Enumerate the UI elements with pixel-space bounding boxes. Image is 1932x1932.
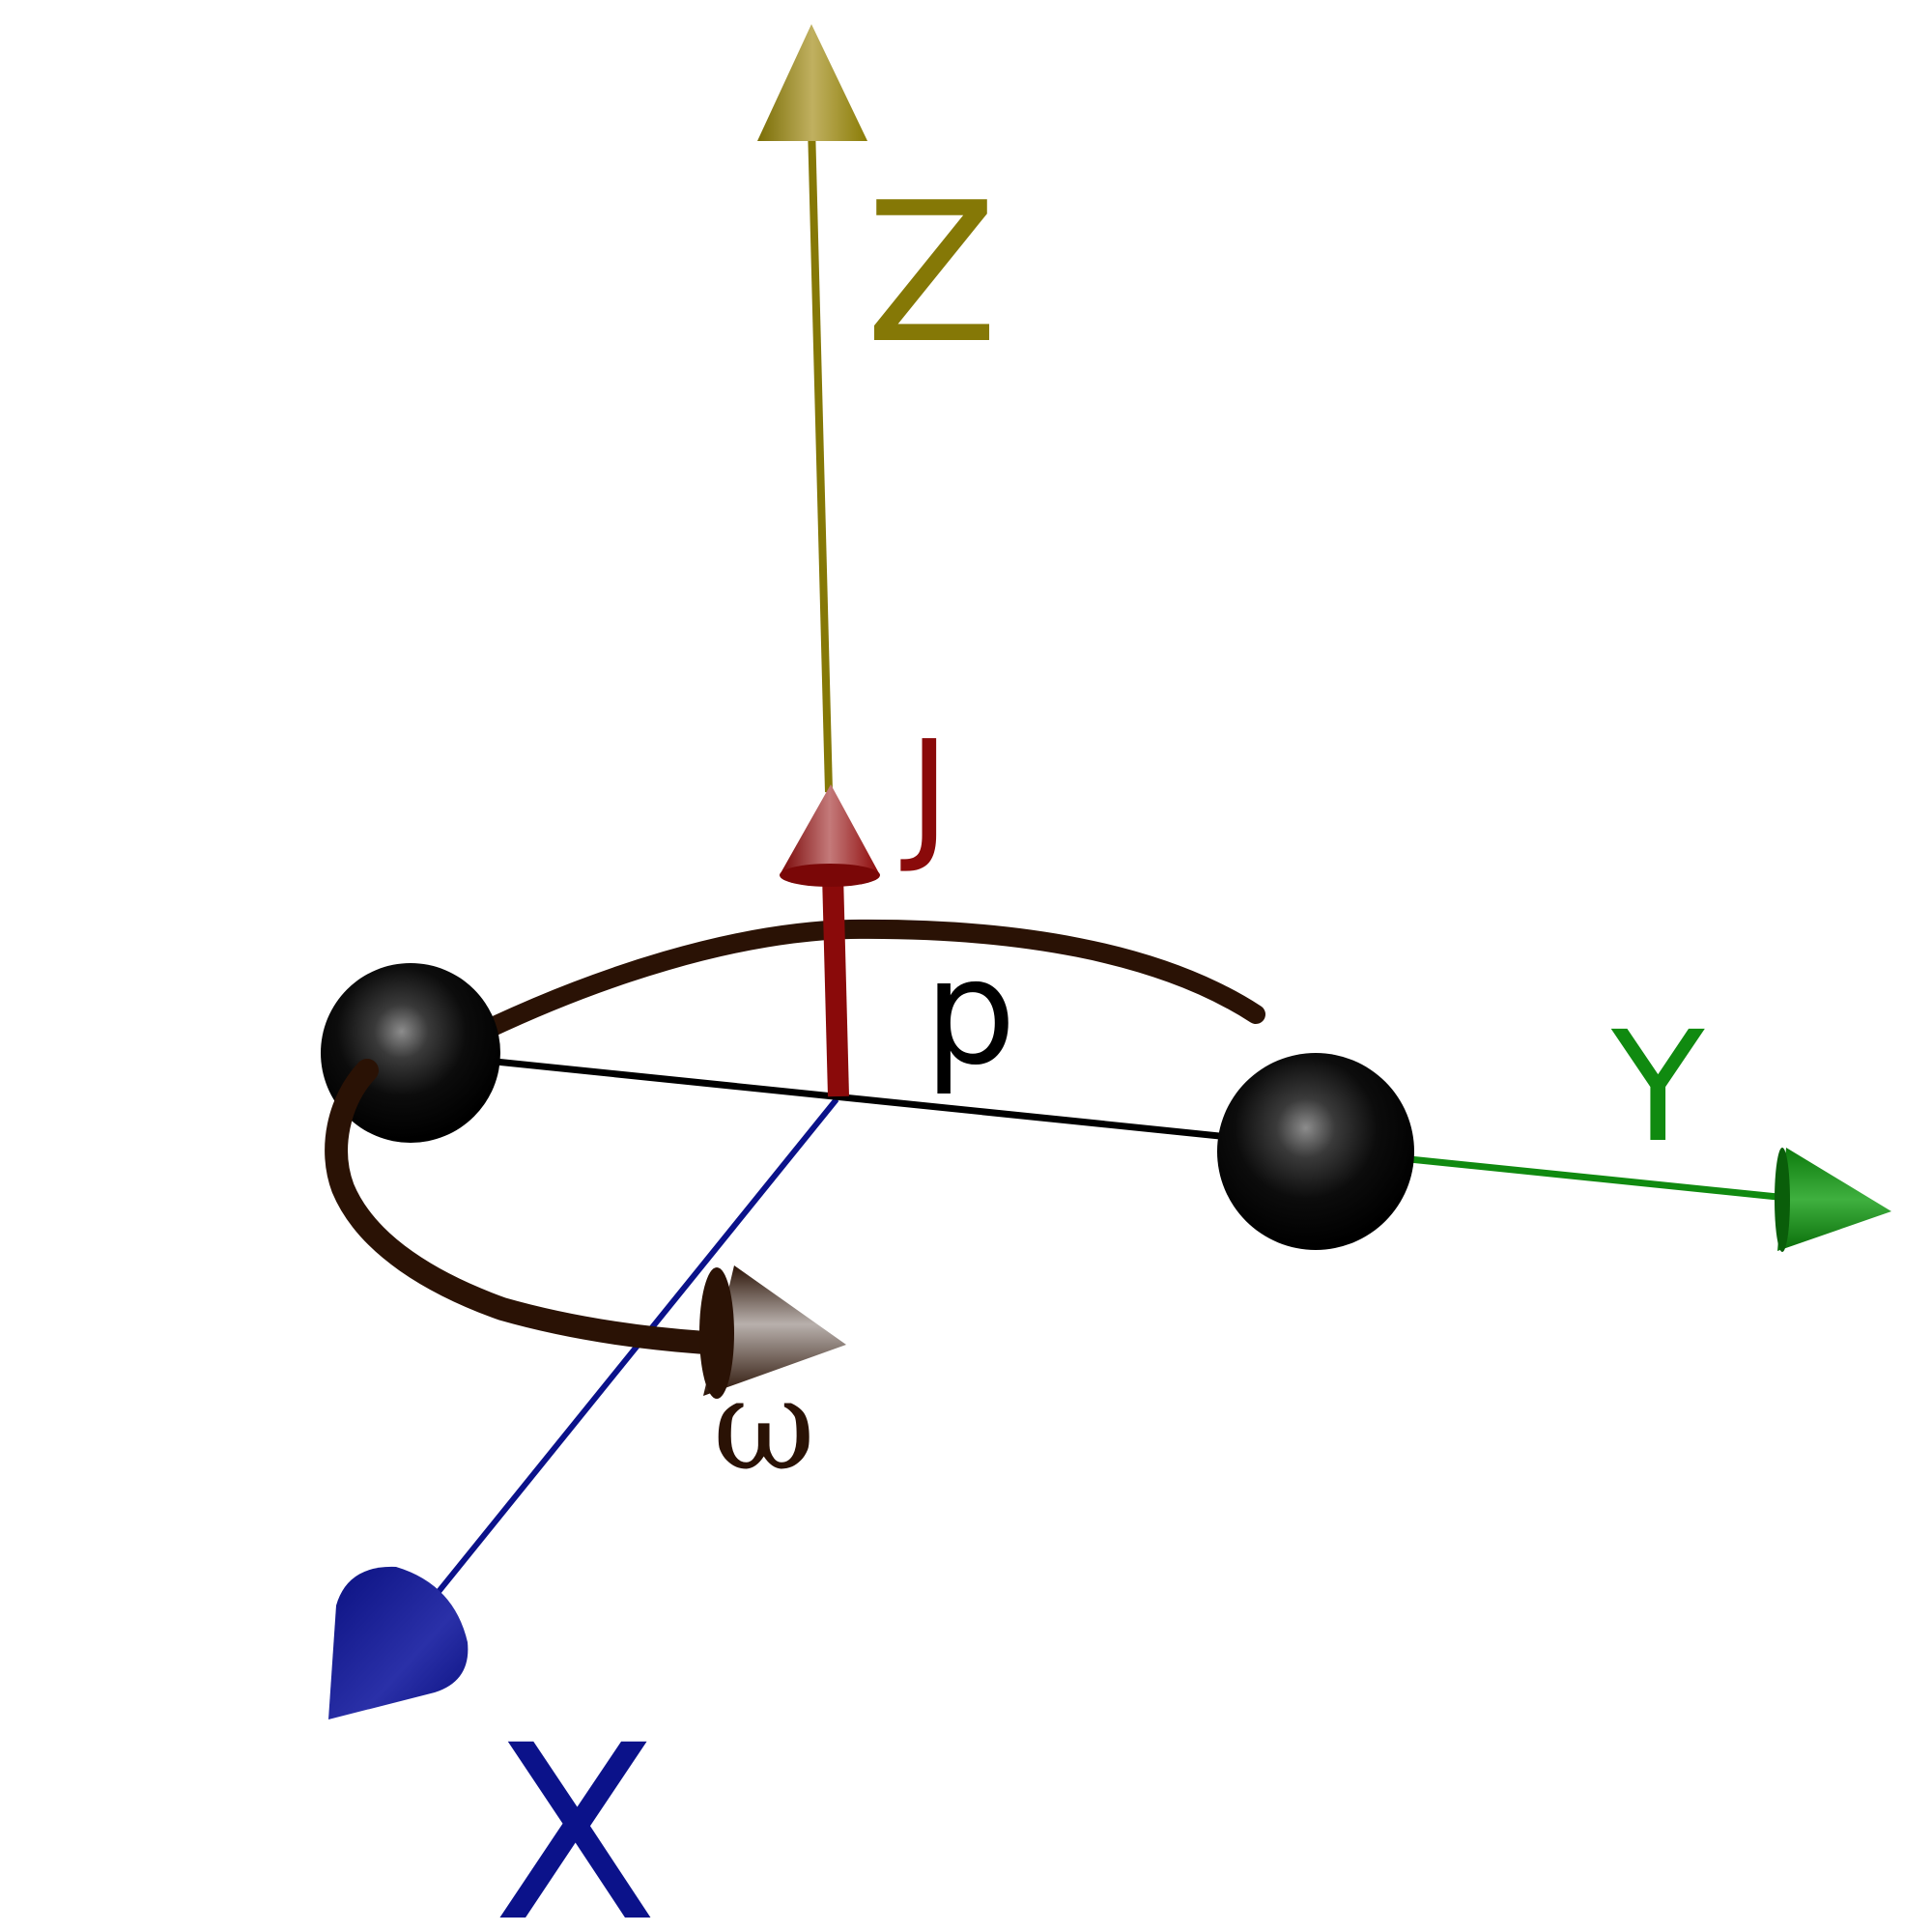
y-axis	[1371, 1148, 1891, 1252]
angular-momentum-shaft	[822, 873, 849, 1097]
angular-velocity-label: ω	[713, 1351, 815, 1498]
z-axis	[757, 24, 867, 793]
x-axis-arrowhead	[328, 1566, 469, 1719]
x-axis-label: X	[493, 1693, 658, 1932]
angular-momentum-vector	[780, 784, 880, 1097]
angular-velocity-arc	[325, 1059, 717, 1354]
atom-right	[1217, 1053, 1414, 1250]
x-axis	[328, 1097, 839, 1719]
atom-left	[321, 963, 500, 1143]
z-axis-arrowhead	[757, 24, 867, 141]
angular-momentum-cone-base	[780, 864, 880, 887]
x-axis-shaft	[422, 1097, 839, 1610]
rotation-orbit	[469, 919, 1265, 1043]
y-axis-arrowhead	[1777, 1148, 1891, 1251]
bond	[410, 1049, 1315, 1150]
angular-momentum-label: J	[900, 710, 951, 876]
y-axis-cone-base	[1775, 1148, 1790, 1252]
z-axis-label: Z	[866, 161, 998, 386]
bond-length-label: d	[924, 949, 1016, 1117]
y-axis-label: Y	[1610, 999, 1705, 1177]
y-axis-shaft	[1371, 1151, 1788, 1202]
z-axis-shaft	[808, 125, 833, 793]
angular-momentum-arrowhead	[781, 784, 879, 873]
angular-velocity-arrowhead	[699, 1265, 846, 1399]
bond-line	[410, 1049, 1315, 1150]
